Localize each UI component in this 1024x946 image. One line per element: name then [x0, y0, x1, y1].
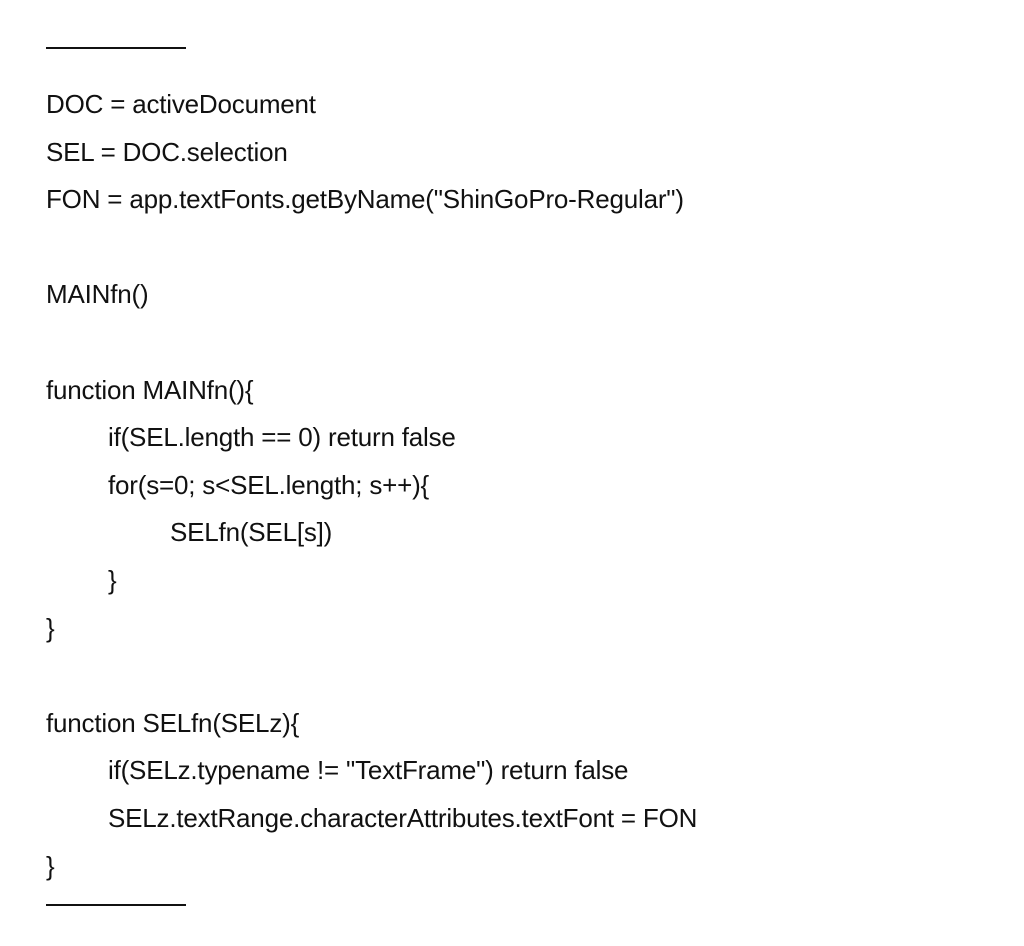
- code-line: FON = app.textFonts.getByName("ShinGoPro…: [46, 184, 684, 215]
- blank-line: [46, 652, 697, 700]
- bottom-divider: [46, 904, 186, 906]
- top-divider: [46, 47, 186, 49]
- code-line: if(SELz.typename != "TextFrame") return …: [108, 755, 629, 786]
- code-line: if(SEL.length == 0) return false: [108, 422, 456, 453]
- code-block: DOC = activeDocument SEL = DOC.selection…: [46, 81, 697, 890]
- code-line: SELfn(SEL[s]): [170, 517, 333, 548]
- code-line: function SELfn(SELz){: [46, 707, 300, 738]
- code-line: SELz.textRange.characterAttributes.textF…: [108, 802, 698, 833]
- code-line: for(s=0; s<SEL.length; s++){: [108, 469, 430, 500]
- code-line: SEL = DOC.selection: [46, 136, 288, 167]
- code-line: }: [46, 850, 55, 881]
- code-line: }: [108, 564, 117, 595]
- code-line: function MAINfn(){: [46, 374, 254, 405]
- blank-line: [46, 319, 697, 367]
- blank-line: [46, 224, 697, 272]
- code-line: MAINfn(): [46, 279, 149, 310]
- code-line: }: [46, 612, 55, 643]
- code-line: DOC = activeDocument: [46, 89, 316, 119]
